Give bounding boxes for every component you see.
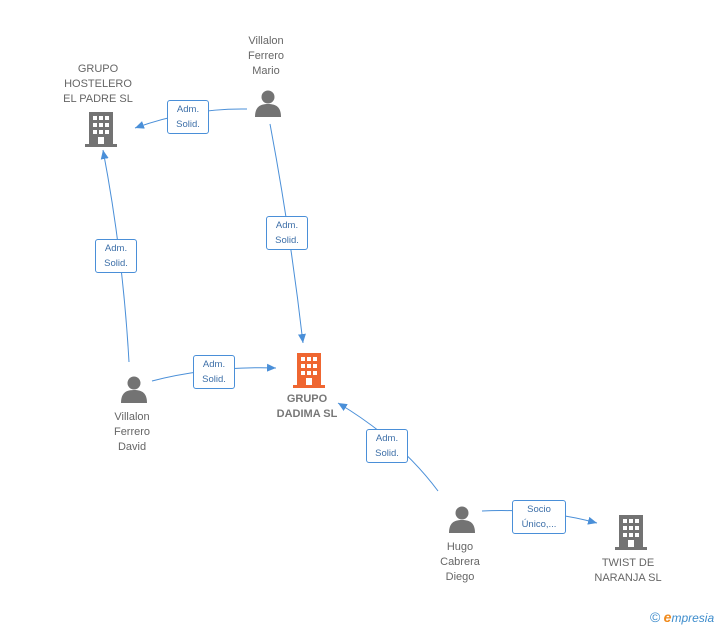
edge-label-mario-dadima[interactable]: Adm. Solid.	[266, 216, 308, 250]
brand-initial: e	[663, 609, 672, 625]
node-label-mario[interactable]: Villalon Ferrero Mario	[247, 35, 285, 77]
brand-watermark: © empresia	[650, 609, 714, 625]
edge-label-david-dadima[interactable]: Adm. Solid.	[193, 355, 235, 389]
node-label-grupo-hostelero[interactable]: GRUPO HOSTELERO EL PADRE SL	[63, 63, 133, 105]
node-label-david[interactable]: Villalon Ferrero David	[113, 411, 151, 453]
edge-label-hugo-twist[interactable]: Socio Único,...	[512, 500, 566, 534]
building-icon[interactable]	[615, 515, 647, 550]
person-icon[interactable]	[449, 506, 475, 534]
brand-name: mpresia	[671, 611, 715, 625]
person-icon[interactable]	[255, 90, 281, 118]
building-icon[interactable]	[85, 112, 117, 147]
node-label-grupo-dadima[interactable]: GRUPO DADIMA SL	[276, 393, 338, 420]
node-label-twist[interactable]: TWIST DE NARANJA SL	[594, 557, 662, 584]
edge-label-hugo-dadima[interactable]: Adm. Solid.	[366, 429, 408, 463]
node-label-hugo[interactable]: Hugo Cabrera Diego	[440, 541, 480, 583]
edge-label-mario-hostelero[interactable]: Adm. Solid.	[167, 100, 209, 134]
edge-label-david-hostelero[interactable]: Adm. Solid.	[95, 239, 137, 273]
copyright-symbol: ©	[650, 609, 661, 625]
building-icon[interactable]	[293, 353, 325, 388]
person-icon[interactable]	[121, 376, 147, 404]
